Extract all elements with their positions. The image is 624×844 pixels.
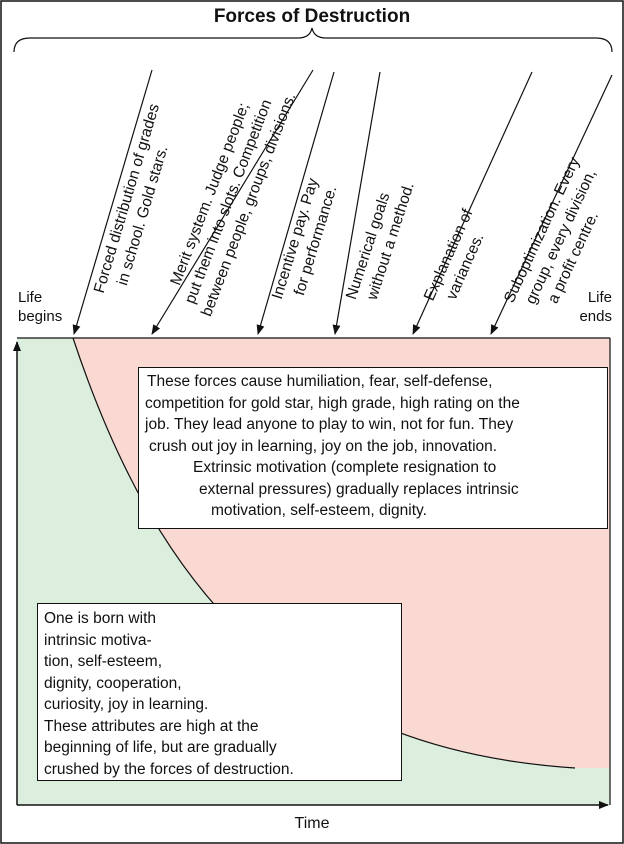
- force-arrow-4: [332, 71, 381, 335]
- destruction-line-7: motivation, self-esteem, dignity.: [211, 502, 427, 519]
- life-ends-label: Life ends: [579, 288, 612, 326]
- destruction-line-5: Extrinsic motivation (complete resignati…: [193, 459, 497, 476]
- intrinsic-description-box: One is born with intrinsic motiva- tion,…: [37, 603, 402, 781]
- intrinsic-line-4: dignity, cooperation,: [44, 674, 182, 692]
- intrinsic-line-7: beginning of life, but are gradually: [44, 739, 277, 756]
- title-brace: [13, 27, 613, 53]
- diagram-title: Forces of Destruction: [213, 6, 411, 27]
- life-begins-line-1: Life: [18, 289, 43, 306]
- destruction-line-4: crush out joy in learning, joy on the jo…: [149, 437, 498, 455]
- life-begins-line-2: begins: [18, 308, 63, 325]
- force-arrow-3: [256, 71, 335, 335]
- force-arrow-1: [72, 69, 153, 335]
- life-ends-line-2: ends: [579, 308, 612, 325]
- intrinsic-line-1: One is born with: [44, 610, 156, 627]
- intrinsic-line-8: crushed by the forces of destruction.: [44, 760, 294, 778]
- destruction-line-2: competition for gold star, high grade, h…: [145, 394, 520, 412]
- intrinsic-line-3: tion, self-esteem,: [44, 653, 163, 670]
- force-arrow-5: [412, 71, 533, 335]
- destruction-description-box: These forces cause humiliation, fear, se…: [138, 367, 608, 529]
- destruction-line-3: job. They lead anyone to play to win, no…: [145, 416, 514, 433]
- force-arrow-6: [490, 74, 613, 335]
- life-ends-line-1: Life: [587, 289, 612, 306]
- destruction-line-1: These forces cause humiliation, fear, se…: [147, 373, 493, 390]
- intrinsic-line-6: These attributes are high at the: [44, 717, 259, 735]
- force-arrow-2: [151, 69, 314, 335]
- destruction-line-6: external pressures) gradually replaces i…: [199, 480, 519, 498]
- x-axis-label: Time: [294, 815, 330, 832]
- intrinsic-line-5: curiosity, joy in learning.: [44, 696, 209, 713]
- life-begins-label: Life begins: [18, 288, 62, 326]
- intrinsic-line-2: intrinsic motiva-: [44, 631, 152, 649]
